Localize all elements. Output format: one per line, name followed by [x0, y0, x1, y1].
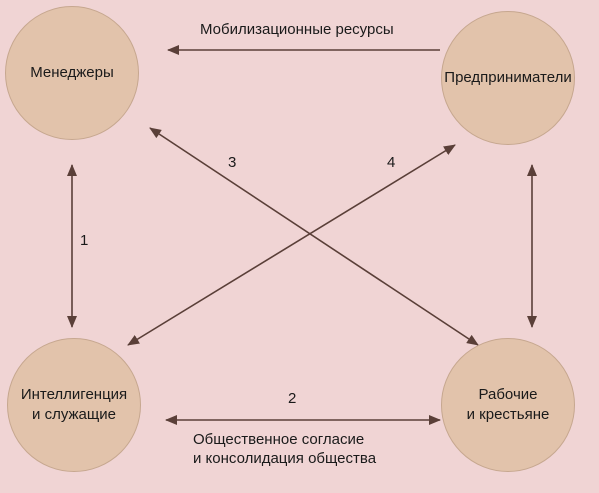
- arrow-entrepreneurs-intelligentsia: [127, 144, 456, 346]
- node-entrepreneurs: Предприниматели: [441, 11, 575, 145]
- node-intelligentsia: Интеллигенция и служащие: [7, 338, 141, 472]
- node-managers: Менеджеры: [5, 6, 139, 140]
- label-mobilization-resources: Мобилизационные ресурсы: [200, 21, 394, 38]
- label-edge-1: 1: [80, 232, 89, 249]
- node-workers: Рабочие и крестьяне: [441, 338, 575, 472]
- label-edge-3: 3: [228, 154, 237, 171]
- label-edge-2: 2: [288, 390, 297, 407]
- label-social-consensus: Общественное согласие и консолидация общ…: [193, 431, 377, 467]
- label-edge-4: 4: [387, 154, 396, 171]
